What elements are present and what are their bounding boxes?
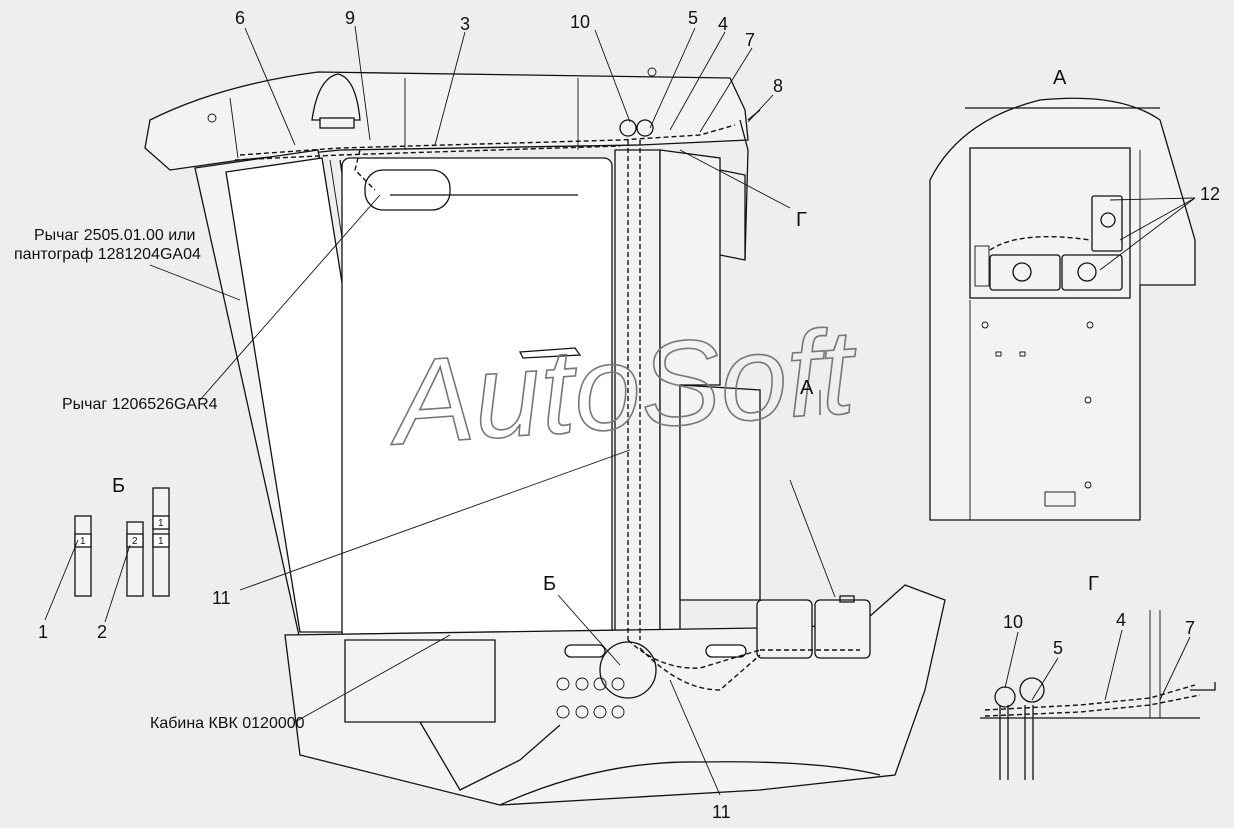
band-tag-3-upper: 1 xyxy=(158,518,164,529)
callout-4: 4 xyxy=(718,14,728,34)
note-lever2: Рычаг 1206526GAR4 xyxy=(62,396,218,413)
callout-3: 3 xyxy=(460,14,470,34)
view-a-arrow-label: А xyxy=(800,377,814,399)
view-b-mark: Б xyxy=(543,573,556,595)
note-lever-line2: пантограф 1281204GA04 xyxy=(14,246,201,263)
callout-9: 9 xyxy=(345,8,355,28)
view-g-mark: Г xyxy=(796,209,807,231)
callout-5: 5 xyxy=(688,8,698,28)
view-g-callout-4: 4 xyxy=(1116,610,1126,630)
note-cabin: Кабина КВК 0120000 xyxy=(150,715,305,732)
view-g-callout-7: 7 xyxy=(1185,618,1195,638)
callout-1: 1 xyxy=(38,622,48,642)
callout-2: 2 xyxy=(97,622,107,642)
view-g-title: Г xyxy=(1088,573,1099,595)
band-tag-2: 2 xyxy=(132,536,138,547)
callout-labels: 6 9 3 10 5 4 7 8 12 11 11 1 2 Г А А Б Б … xyxy=(14,8,1220,822)
view-b-title: Б xyxy=(112,475,125,497)
sill-holes xyxy=(556,677,625,719)
callout-11-upper: 11 xyxy=(212,588,231,608)
view-g-detail xyxy=(980,610,1216,780)
callout-11-lower: 11 xyxy=(712,802,731,822)
band-tag-1: 1 xyxy=(80,536,86,547)
callout-12: 12 xyxy=(1200,184,1220,204)
callout-7: 7 xyxy=(745,30,755,50)
leader-lines xyxy=(149,25,836,796)
band-tag-3-lower: 1 xyxy=(158,536,164,547)
view-a-detail xyxy=(929,97,1196,521)
view-g-callout-10: 10 xyxy=(1003,612,1023,632)
callout-6: 6 xyxy=(235,8,245,28)
detail-b xyxy=(44,487,170,623)
note-lever-line1: Рычаг 2505.01.00 или xyxy=(34,227,195,244)
callout-10: 10 xyxy=(570,12,590,32)
callout-8: 8 xyxy=(773,76,783,96)
harness xyxy=(234,119,860,691)
view-a-title: А xyxy=(1053,67,1067,89)
view-g-callout-5: 5 xyxy=(1053,638,1063,658)
